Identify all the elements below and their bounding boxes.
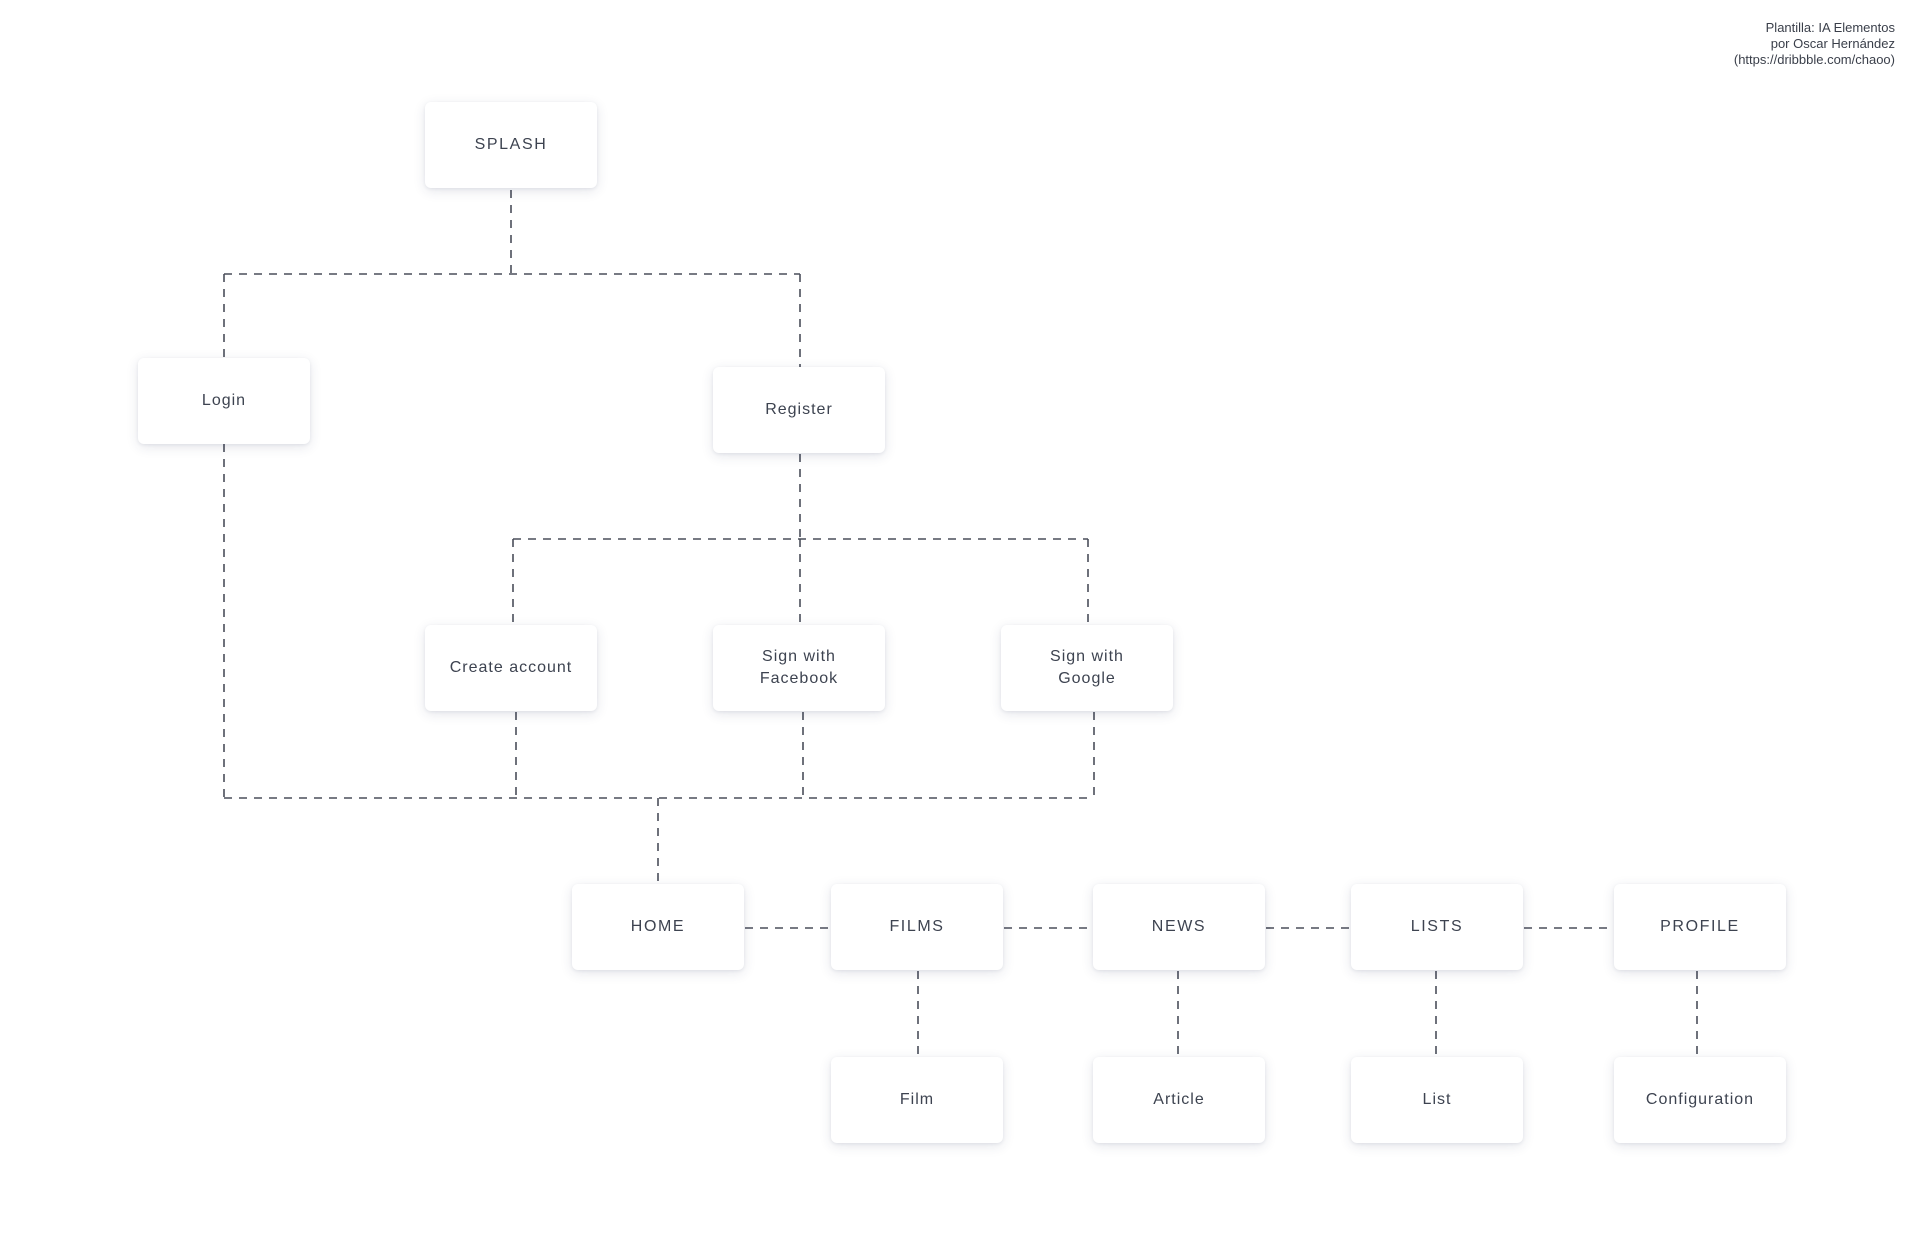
node-films: FILMS xyxy=(831,884,1003,970)
node-profile: PROFILE xyxy=(1614,884,1786,970)
node-configuration: Configuration xyxy=(1614,1057,1786,1143)
node-lists: LISTS xyxy=(1351,884,1523,970)
credit-line-author: por Oscar Hernández xyxy=(1770,36,1895,51)
node-sign-with-facebook: Sign with Facebook xyxy=(713,625,885,711)
node-sign-with-google: Sign with Google xyxy=(1001,625,1173,711)
node-create-account: Create account xyxy=(425,625,597,711)
node-list: List xyxy=(1351,1057,1523,1143)
template-credit: Plantilla: IA Elementos por Oscar Hernán… xyxy=(1734,20,1895,68)
node-news: NEWS xyxy=(1093,884,1265,970)
node-home: HOME xyxy=(572,884,744,970)
credit-line-template: Plantilla: IA Elementos xyxy=(1765,20,1895,35)
node-login: Login xyxy=(138,358,310,444)
node-splash: SPLASH xyxy=(425,102,597,188)
credit-line-url: (https://dribbble.com/chaoo) xyxy=(1733,52,1895,67)
node-film: Film xyxy=(831,1057,1003,1143)
node-register: Register xyxy=(713,367,885,453)
node-article: Article xyxy=(1093,1057,1265,1143)
